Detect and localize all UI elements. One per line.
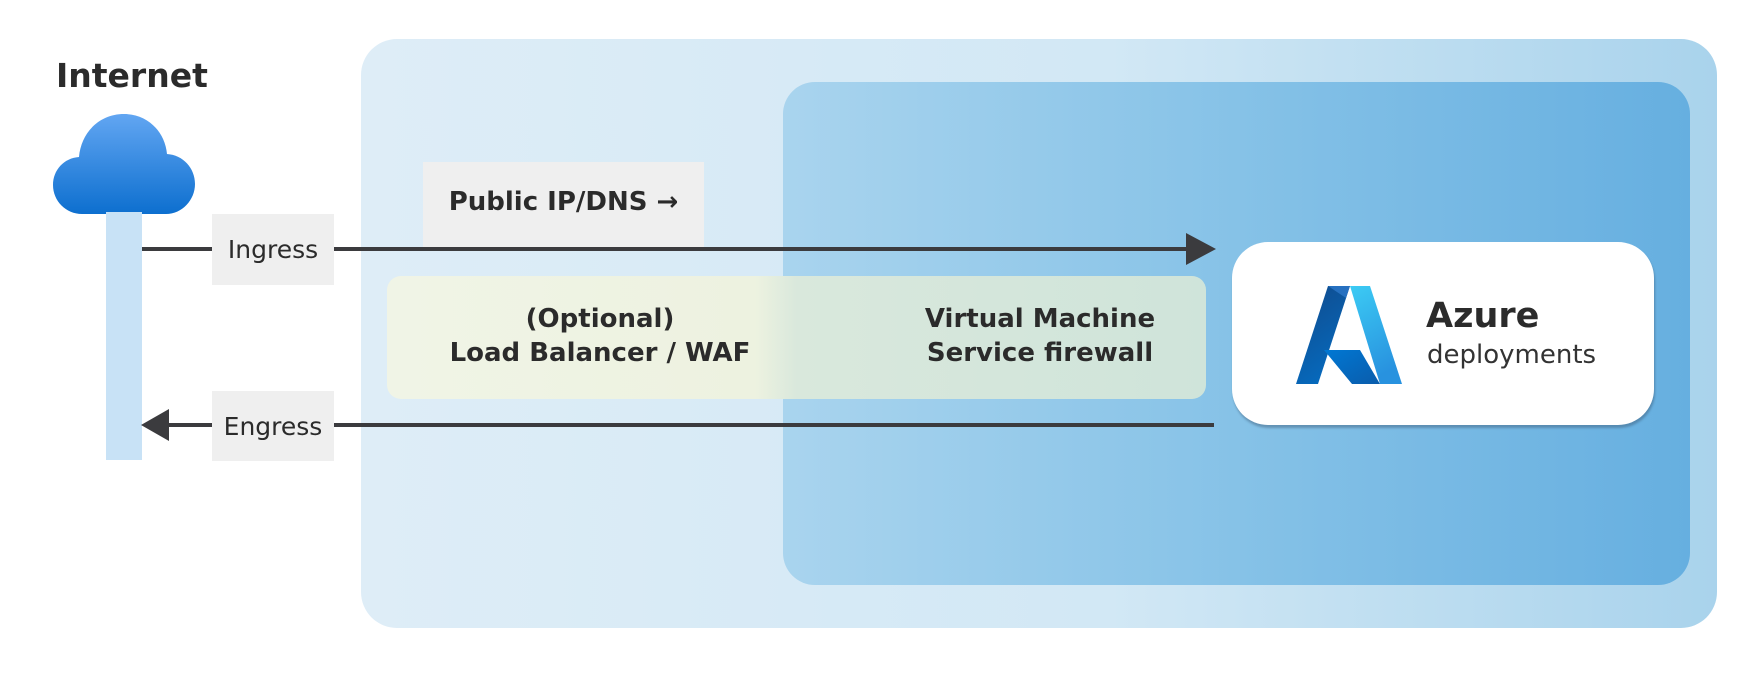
load-balancer-waf-label: (Optional) Load Balancer / WAF [440, 302, 760, 370]
engress-arrowhead-icon [141, 409, 169, 441]
azure-logo-icon [1296, 286, 1402, 384]
service-firewall-text: Service firewall [926, 338, 1154, 368]
engress-label-box: Engress [212, 391, 334, 461]
engress-line [334, 423, 1214, 427]
ingress-arrowhead-icon [1186, 233, 1216, 265]
virtual-machine-text: Virtual Machine [924, 304, 1156, 334]
public-ip-dns-label-box: Public IP/DNS → [423, 162, 704, 247]
ingress-label: Ingress [227, 235, 319, 264]
cloud-icon [53, 114, 195, 214]
ingress-line-start [142, 247, 212, 251]
ingress-label-box: Ingress [212, 214, 334, 285]
internet-connection-bar [106, 212, 142, 460]
load-balancer-optional-text: (Optional) [525, 304, 675, 334]
azure-deployments-card [1232, 242, 1654, 425]
internet-title: Internet [56, 56, 208, 95]
engress-label: Engress [223, 411, 323, 441]
ingress-line [334, 247, 1192, 251]
azure-title: Azure [1426, 296, 1540, 336]
firewall-strip [387, 276, 1206, 399]
azure-subtitle: deployments [1427, 340, 1597, 370]
load-balancer-waf-text: Load Balancer / WAF [449, 338, 751, 368]
public-ip-dns-label: Public IP/DNS → [448, 186, 679, 217]
vm-service-firewall-label: Virtual Machine Service firewall [880, 302, 1200, 370]
engress-line-end [166, 423, 212, 427]
